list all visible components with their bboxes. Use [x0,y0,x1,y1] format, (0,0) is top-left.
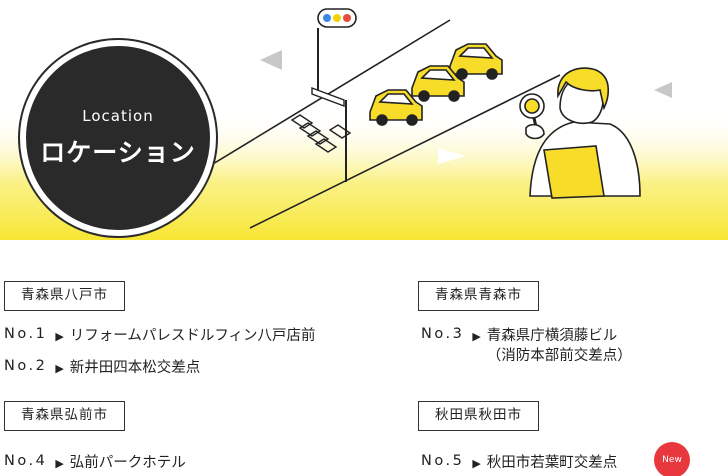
new-badge: New [654,442,690,476]
arrow-right-icon: ▶ [55,362,64,375]
arrow-right-icon: ▶ [472,457,481,470]
arrow-right-icon: ▶ [55,457,64,470]
location-name: 弘前パークホテル [69,455,186,471]
arrow-right-icon: ▶ [55,330,64,343]
triangle-decoration-icon [260,50,282,70]
location-name-main: 青森県庁横須藤ビル [486,328,618,344]
location-item[interactable]: No.4 ▶ 弘前パークホテル [4,453,186,474]
location-item[interactable]: No.2 ▶ 新井田四本松交差点 [4,358,200,379]
location-number: No.2 [4,358,48,374]
location-number: No.3 [421,326,465,342]
area-label-hirosaki: 青森県弘前市 [4,401,125,431]
location-badge: Location ロケーション [20,40,216,236]
location-item[interactable]: No.3 ▶ 青森県庁横須藤ビル （消防本部前交差点） [421,326,632,366]
crosswalk [290,114,352,153]
location-name: 青森県庁横須藤ビル （消防本部前交差点） [487,326,632,366]
location-item[interactable]: No.1 ▶ リフォームパレスドルフィン八戸店前 [4,326,316,347]
location-name: リフォームパレスドルフィン八戸店前 [69,328,316,344]
person-with-magnifier-icon [519,67,641,199]
location-name: 新井田四本松交差点 [69,360,201,376]
location-number: No.4 [4,453,48,469]
triangle-decoration-icon [438,148,466,164]
area-label-aomori: 青森県青森市 [418,281,539,311]
arrow-right-icon: ▶ [472,330,481,343]
location-name-sub: （消防本部前交差点） [486,348,632,364]
area-label-hachinohe: 青森県八戸市 [4,281,125,311]
badge-subtitle: Location [82,107,154,125]
location-item[interactable]: No.5 ▶ 秋田市若葉町交差点 [421,453,617,474]
location-number: No.1 [4,326,48,342]
area-label-akita: 秋田県秋田市 [418,401,539,431]
triangle-decoration-icon [654,82,672,98]
badge-title: ロケーション [40,138,196,167]
taxi-icon [369,43,503,126]
location-name: 秋田市若葉町交差点 [486,455,618,471]
location-number: No.5 [421,453,465,469]
traffic-light-icon [311,8,357,182]
